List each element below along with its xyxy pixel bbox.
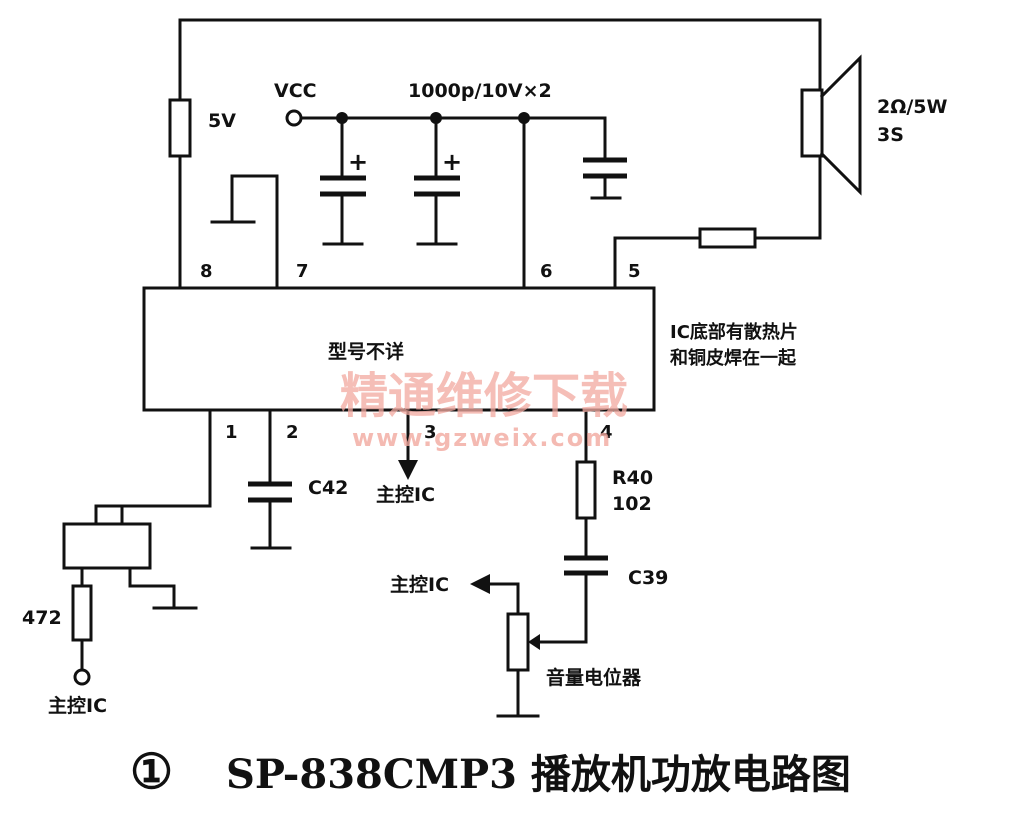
capacitor-c42 [248,408,292,550]
label-c42: C42 [308,477,348,499]
arrow-left-icon [470,574,490,594]
label-5v: 5V [208,110,236,132]
caption-number: ① [130,744,173,800]
main-ic-terminal-bottom [73,668,91,686]
ic-model-label: 型号不详 [328,340,404,363]
wire-pin1 [94,408,212,526]
label-r40-value: 102 [612,493,652,515]
transistor-block [62,522,152,570]
pin-1: 1 [225,422,238,443]
pin-7: 7 [296,261,309,282]
resistor-speaker [698,227,757,249]
label-vcc: VCC [274,80,317,102]
arrow-down-icon [398,460,418,480]
capacitor-c39 [530,555,608,644]
speaker [800,54,862,196]
label-volume-pot: 音量电位器 [546,666,642,689]
watermark-cn: 精通维修下载 [340,368,628,424]
pin-3: 3 [424,422,437,443]
watermark-url: www.gzweix.com [352,424,612,452]
volume-potentiometer [506,612,530,672]
wire-vcc-rail [299,116,607,162]
wire-pot-top [488,582,520,616]
pin-6: 6 [540,261,553,282]
label-speaker-3s: 3S [877,124,904,146]
label-main-ic-bottom: 主控IC [48,694,107,717]
plus-sign-cap-2: + [442,148,462,176]
label-r40: R40 [612,467,653,489]
vcc-terminal [285,109,303,127]
wire-pin7-ground [210,174,279,290]
pin-4: 4 [600,422,613,443]
ic-body [142,286,656,412]
resistor-r40 [575,460,597,520]
electrolytic-cap-1 [320,116,366,246]
pin-8: 8 [200,261,213,282]
ic-note-line2: 和铜皮焊在一起 [670,347,797,369]
capacitor-small [583,157,627,200]
resistor-5v [168,98,192,158]
resistor-472 [71,584,93,642]
wire-speaker-pin5 [613,154,822,290]
label-472: 472 [22,607,62,629]
wire-pot-ground [496,668,540,718]
wire-transistor-ground [128,566,198,610]
label-cap-pair: 1000p/10V×2 [408,80,552,102]
pot-wiper-arrow-icon [528,634,540,650]
plus-sign-cap-1: + [348,148,368,176]
pin-2: 2 [286,422,299,443]
label-c39: C39 [628,567,668,589]
electrolytic-cap-2 [414,116,460,246]
caption-title: SP-838CMP3 播放机功放电路图 [226,751,851,798]
label-main-ic-pot: 主控IC [390,573,449,596]
label-main-ic-pin3: 主控IC [376,483,435,506]
ic-note-line1: IC底部有散热片 [670,321,798,343]
pin-5: 5 [628,261,641,282]
label-speaker-rating: 2Ω/5W [877,96,948,118]
